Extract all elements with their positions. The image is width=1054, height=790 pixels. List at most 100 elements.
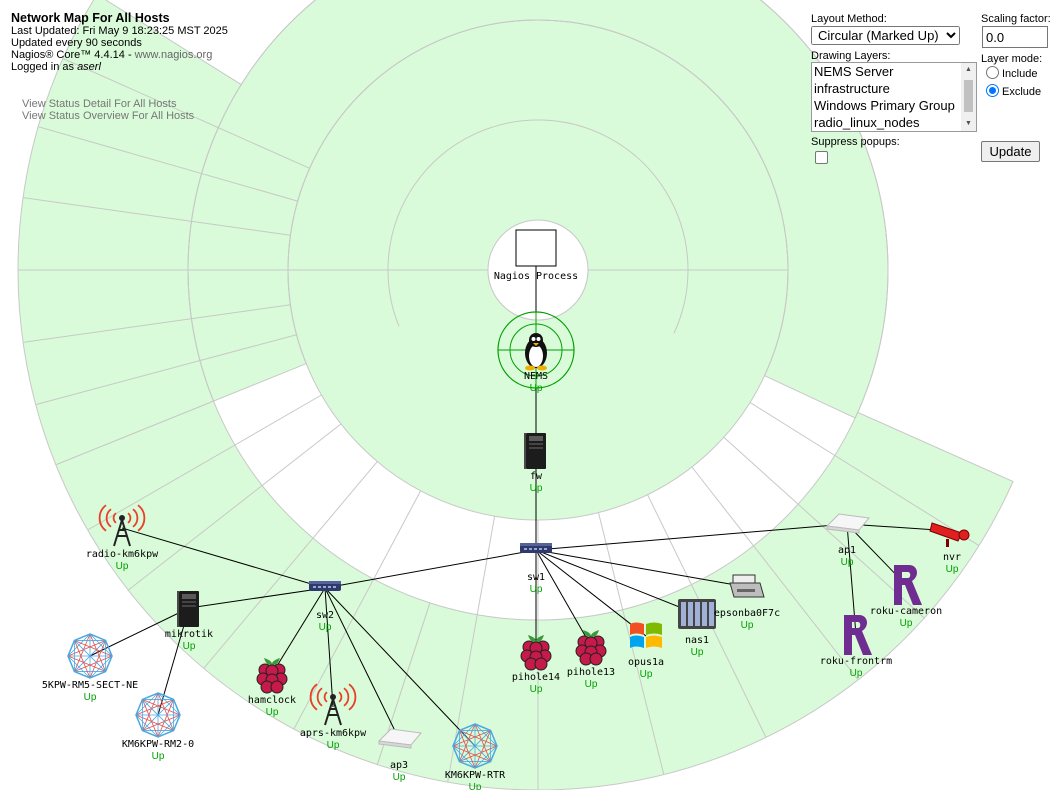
layer-option[interactable]: NEMS Server <box>814 64 894 79</box>
map-ring <box>387 119 689 334</box>
node-label: KM6KPW-RM2-0 <box>122 739 194 750</box>
host-link <box>535 549 592 647</box>
sector-divider <box>22 197 291 236</box>
layer-option[interactable]: radio_linux_nodes <box>814 115 920 130</box>
drawing-layers-list[interactable]: NEMS Server infrastructure Windows Prima… <box>811 62 977 132</box>
nagios-process-icon <box>515 229 557 267</box>
node-status: Up <box>183 641 196 652</box>
username: aserl <box>77 61 101 73</box>
host-link <box>535 549 647 637</box>
node-label: pihole14 <box>512 672 560 683</box>
layers-scrollbar[interactable]: ▲ ▼ <box>961 63 976 131</box>
include-label: Include <box>1002 68 1038 80</box>
node-label: sw1 <box>527 572 545 583</box>
status-links: View Status Detail For All Hosts View St… <box>22 98 194 122</box>
node-label: mikrotik <box>165 629 213 640</box>
raspberry-pi-icon <box>256 658 288 694</box>
raspberry-pi-icon <box>520 635 552 671</box>
host-link <box>535 523 848 551</box>
sector-divider <box>62 58 310 169</box>
node-label: NEMS <box>524 371 548 382</box>
wireless-ap-icon <box>825 513 870 534</box>
layer-option[interactable]: infrastructure <box>814 81 890 96</box>
host-link <box>188 587 326 609</box>
roku-logo-icon <box>844 615 872 655</box>
node-status: Up <box>585 679 598 690</box>
drawing-layers-label: Drawing Layers: <box>811 50 891 62</box>
map-rings <box>187 0 889 419</box>
node-status: Up <box>319 622 332 633</box>
node-status: Up <box>841 557 854 568</box>
node-label: hamclock <box>248 695 296 706</box>
node-label: Nagios Process <box>494 271 578 282</box>
sector-divider <box>293 490 422 730</box>
node-label: ap1 <box>838 545 856 556</box>
status-overview-link[interactable]: View Status Overview For All Hosts <box>22 110 195 122</box>
mesh-node-icon <box>452 723 498 769</box>
layer-option[interactable]: Windows Primary Group <box>814 98 955 113</box>
wireless-ap-icon <box>377 728 422 749</box>
map-ring <box>187 0 889 419</box>
node-status: Up <box>530 684 543 695</box>
node-status: Up <box>116 561 129 572</box>
layer-mode-label: Layer mode: <box>981 53 1043 65</box>
node-status: Up <box>900 618 913 629</box>
node-status: Up <box>84 692 97 703</box>
sector-divider <box>723 436 925 619</box>
status-detail-link[interactable]: View Status Detail For All Hosts <box>22 98 177 110</box>
suppress-popups-label: Suppress popups: <box>811 136 900 148</box>
node-label: nvr <box>943 552 961 563</box>
scroll-up-icon[interactable]: ▲ <box>965 66 972 73</box>
node-status: Up <box>640 669 653 680</box>
node-label: nas1 <box>685 635 709 646</box>
scroll-down-icon[interactable]: ▼ <box>965 120 972 127</box>
radio-tower-icon <box>309 683 357 726</box>
network-switch-icon <box>520 543 552 553</box>
node-status: Up <box>530 584 543 595</box>
node-label: KM6KPW-RTR <box>445 770 506 781</box>
raspberry-pi-icon <box>575 630 607 666</box>
node-km6kpw-rm2-0[interactable]: KM6KPW-RM2-0Up <box>122 692 194 762</box>
node-status: Up <box>741 620 754 631</box>
exclude-label: Exclude <box>1002 86 1042 98</box>
suppress-popups-checkbox[interactable] <box>815 151 828 164</box>
scroll-thumb[interactable] <box>964 80 973 112</box>
logged-in-line: Logged in as aserl <box>11 61 228 73</box>
host-link <box>89 607 190 657</box>
nagios-link[interactable]: www.nagios.org <box>134 49 213 61</box>
mesh-node-icon <box>135 692 181 738</box>
node-status: Up <box>327 740 340 751</box>
include-radio[interactable] <box>986 66 999 79</box>
windows-logo-icon <box>630 622 662 648</box>
node-label: epsonba0F7c <box>714 608 780 619</box>
sector-divider <box>35 334 297 406</box>
node-label: pihole13 <box>567 667 615 678</box>
update-button[interactable]: Update <box>981 141 1040 162</box>
scaling-factor-input[interactable] <box>982 26 1048 48</box>
node-status: Up <box>530 483 543 494</box>
exclude-radio[interactable] <box>986 84 999 97</box>
layout-method-select[interactable]: Circular (Marked Up) <box>811 26 960 45</box>
node-label: ap3 <box>390 760 408 771</box>
